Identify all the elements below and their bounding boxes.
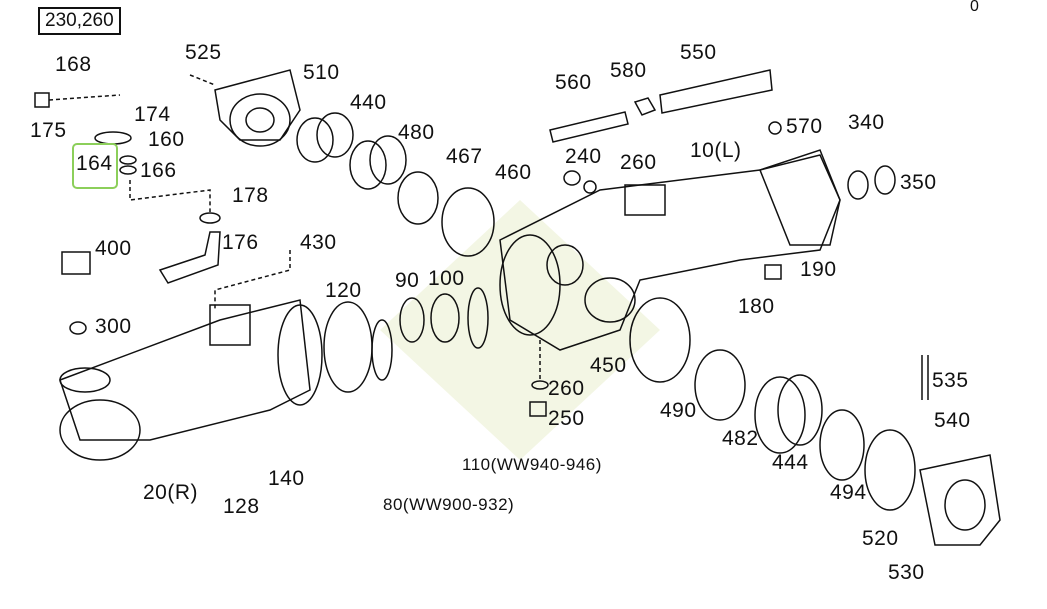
part-label[interactable]: 178 (232, 184, 269, 207)
part-label[interactable]: 260 (620, 151, 657, 174)
part-label[interactable]: 535 (932, 369, 969, 392)
part-label[interactable]: 140 (268, 467, 305, 490)
part-label[interactable]: 10(L) (690, 139, 742, 162)
part-label[interactable]: 570 (786, 115, 823, 138)
part-label[interactable]: 340 (848, 111, 885, 134)
part-label[interactable]: 128 (223, 495, 260, 518)
part-label[interactable]: 100 (428, 267, 465, 290)
watermark-shape (380, 200, 660, 460)
part-label[interactable]: 580 (610, 59, 647, 82)
part-label[interactable]: 166 (140, 159, 177, 182)
part-label[interactable]: 482 (722, 427, 759, 450)
part-label-highlighted[interactable]: 164 (76, 152, 113, 175)
part-label[interactable]: 444 (772, 451, 809, 474)
part-label[interactable]: 450 (590, 354, 627, 377)
part-label[interactable]: 250 (548, 407, 585, 430)
part-label[interactable]: 260 (548, 377, 585, 400)
part-label[interactable]: 510 (303, 61, 340, 84)
part-label[interactable]: 400 (95, 237, 132, 260)
part-label[interactable]: 168 (55, 53, 92, 76)
part-label[interactable]: 110(WW940-946) (462, 455, 602, 474)
part-label[interactable]: 560 (555, 71, 592, 94)
part-label[interactable]: 525 (185, 41, 222, 64)
center-housing (499, 149, 841, 351)
reference-box: 230,260 (38, 7, 121, 35)
part-label[interactable]: 350 (900, 171, 937, 194)
corner-mark: 0 (970, 0, 980, 15)
part-label[interactable]: 550 (680, 41, 717, 64)
support-520 (919, 454, 1001, 546)
part-label[interactable]: 430 (300, 231, 337, 254)
part-label[interactable]: 530 (888, 561, 925, 584)
part-label[interactable]: 120 (325, 279, 362, 302)
part-label[interactable]: 190 (800, 258, 837, 281)
part-label[interactable]: 240 (565, 145, 602, 168)
part-label[interactable]: 480 (398, 121, 435, 144)
part-label[interactable]: 540 (934, 409, 971, 432)
part-label[interactable]: 160 (148, 128, 185, 151)
part-label[interactable]: 460 (495, 161, 532, 184)
highlight-box (72, 143, 118, 189)
part-label[interactable]: 520 (862, 527, 899, 550)
part-label[interactable]: 490 (660, 399, 697, 422)
part-label[interactable]: 440 (350, 91, 387, 114)
tie-rod-550 (659, 69, 773, 114)
part-label[interactable]: 494 (830, 481, 867, 504)
part-label[interactable]: 175 (30, 119, 67, 142)
part-label[interactable]: 467 (446, 145, 483, 168)
part-label[interactable]: 90 (395, 269, 420, 292)
axle-housing-right (59, 299, 311, 441)
part-label[interactable]: 174 (134, 103, 171, 126)
part-label[interactable]: 180 (738, 295, 775, 318)
part-label[interactable]: 80(WW900-932) (383, 495, 515, 514)
part-label[interactable]: 20(R) (143, 481, 199, 504)
part-label[interactable]: 176 (222, 231, 259, 254)
part-label[interactable]: 300 (95, 315, 132, 338)
